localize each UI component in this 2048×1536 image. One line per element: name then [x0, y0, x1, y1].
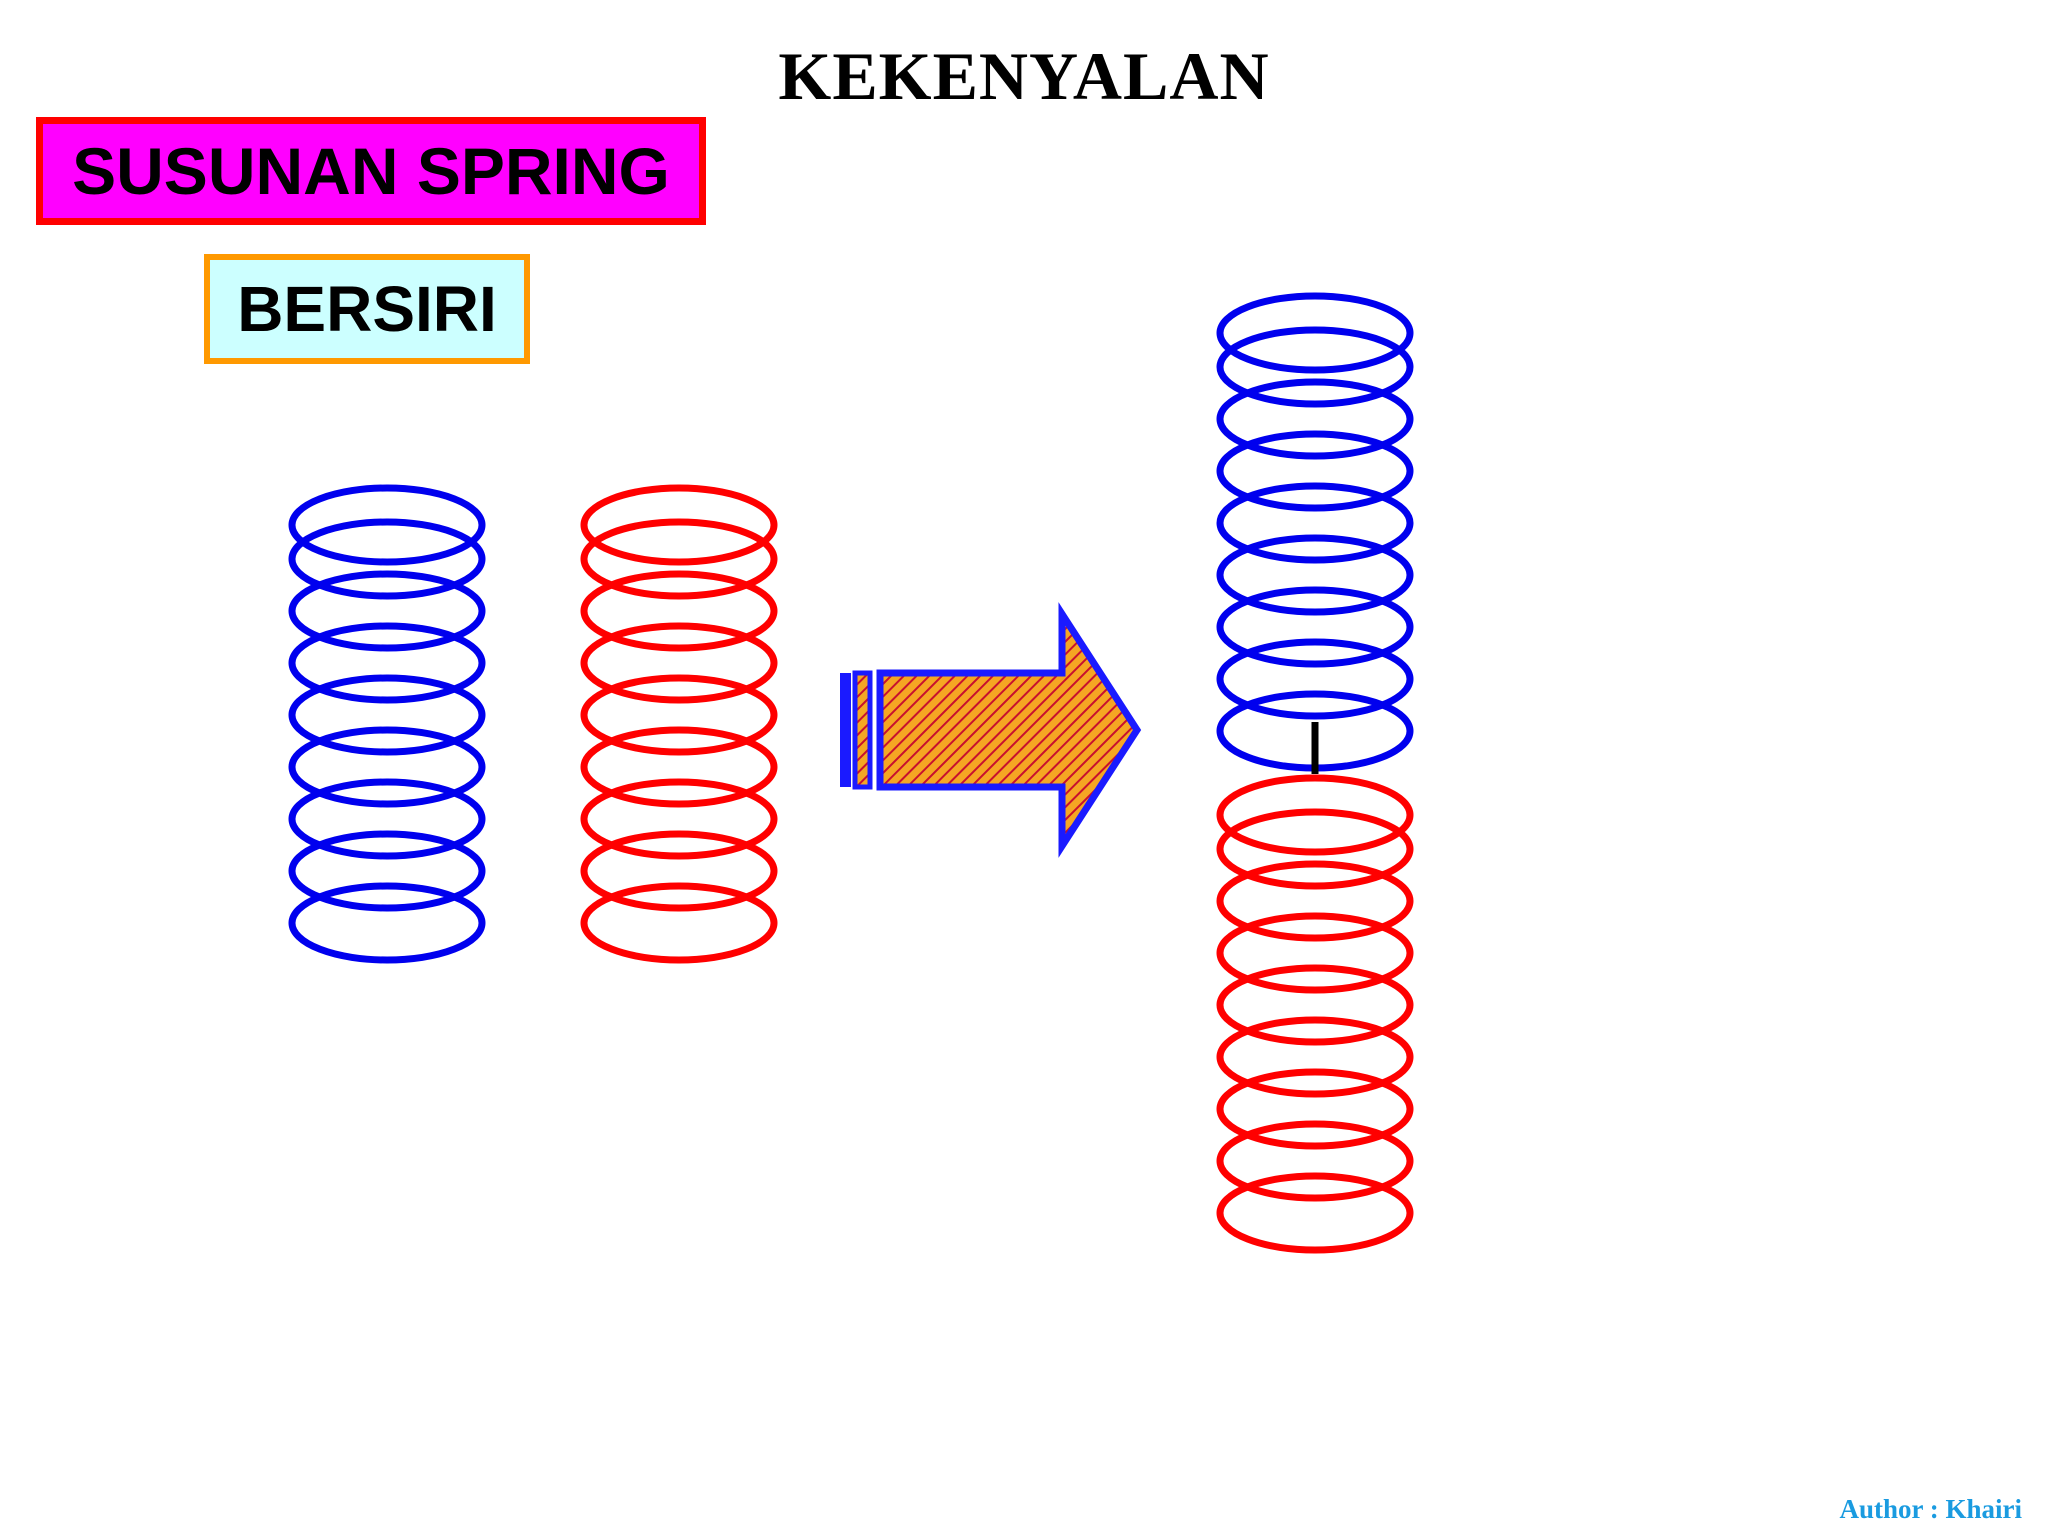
- spring-coil: [1216, 808, 1414, 890]
- spring-coil: [580, 830, 778, 912]
- spring-coil: [1216, 378, 1414, 460]
- spring-coil: [580, 518, 778, 600]
- spring-coil: [1216, 964, 1414, 1046]
- spring-coil: [1216, 586, 1414, 668]
- spring-coil: [1216, 860, 1414, 942]
- spring-coil: [1216, 534, 1414, 616]
- slide-title: KEKENYALAN: [778, 38, 1270, 114]
- spring-top-coil: [288, 484, 486, 566]
- spring-coil: [1216, 1068, 1414, 1150]
- spring-coil: [288, 674, 486, 756]
- coil-spring-icon: [1216, 774, 1414, 1254]
- spring-coil: [288, 518, 486, 600]
- spring-coil: [288, 726, 486, 808]
- spring-coil: [288, 882, 486, 964]
- spring-coil: [580, 778, 778, 860]
- coil-spring-icon: [1216, 292, 1414, 772]
- spring-coil: [1216, 1120, 1414, 1202]
- section-label: SUSUNAN SPRING: [72, 134, 670, 208]
- section-label-box: SUSUNAN SPRING: [36, 117, 706, 225]
- spring-coil: [580, 726, 778, 808]
- spring-top-coil: [1216, 292, 1414, 374]
- spring-coil: [288, 570, 486, 652]
- coil-spring-icon: [580, 484, 778, 964]
- author-credit: Author : Khairi: [1839, 1494, 2022, 1524]
- spring-coil: [1216, 430, 1414, 512]
- spring-coil: [1216, 1172, 1414, 1254]
- spring-coil: [1216, 912, 1414, 994]
- arrangement-label: BERSIRI: [237, 273, 497, 345]
- coil-spring-icon: [288, 484, 486, 964]
- spring-coil: [580, 622, 778, 704]
- spring-coil: [580, 570, 778, 652]
- spring-coil: [288, 622, 486, 704]
- spring-top-coil: [1216, 774, 1414, 856]
- spring-coil: [1216, 638, 1414, 720]
- right-arrow-icon: [840, 602, 1142, 858]
- spring-coil: [1216, 482, 1414, 564]
- spring-coil: [1216, 1016, 1414, 1098]
- spring-coil: [1216, 326, 1414, 408]
- spring-coil: [288, 778, 486, 860]
- spring-coil: [288, 830, 486, 912]
- arrangement-label-box: BERSIRI: [204, 254, 530, 364]
- spring-coil: [580, 882, 778, 964]
- spring-top-coil: [580, 484, 778, 566]
- spring-coil: [580, 674, 778, 756]
